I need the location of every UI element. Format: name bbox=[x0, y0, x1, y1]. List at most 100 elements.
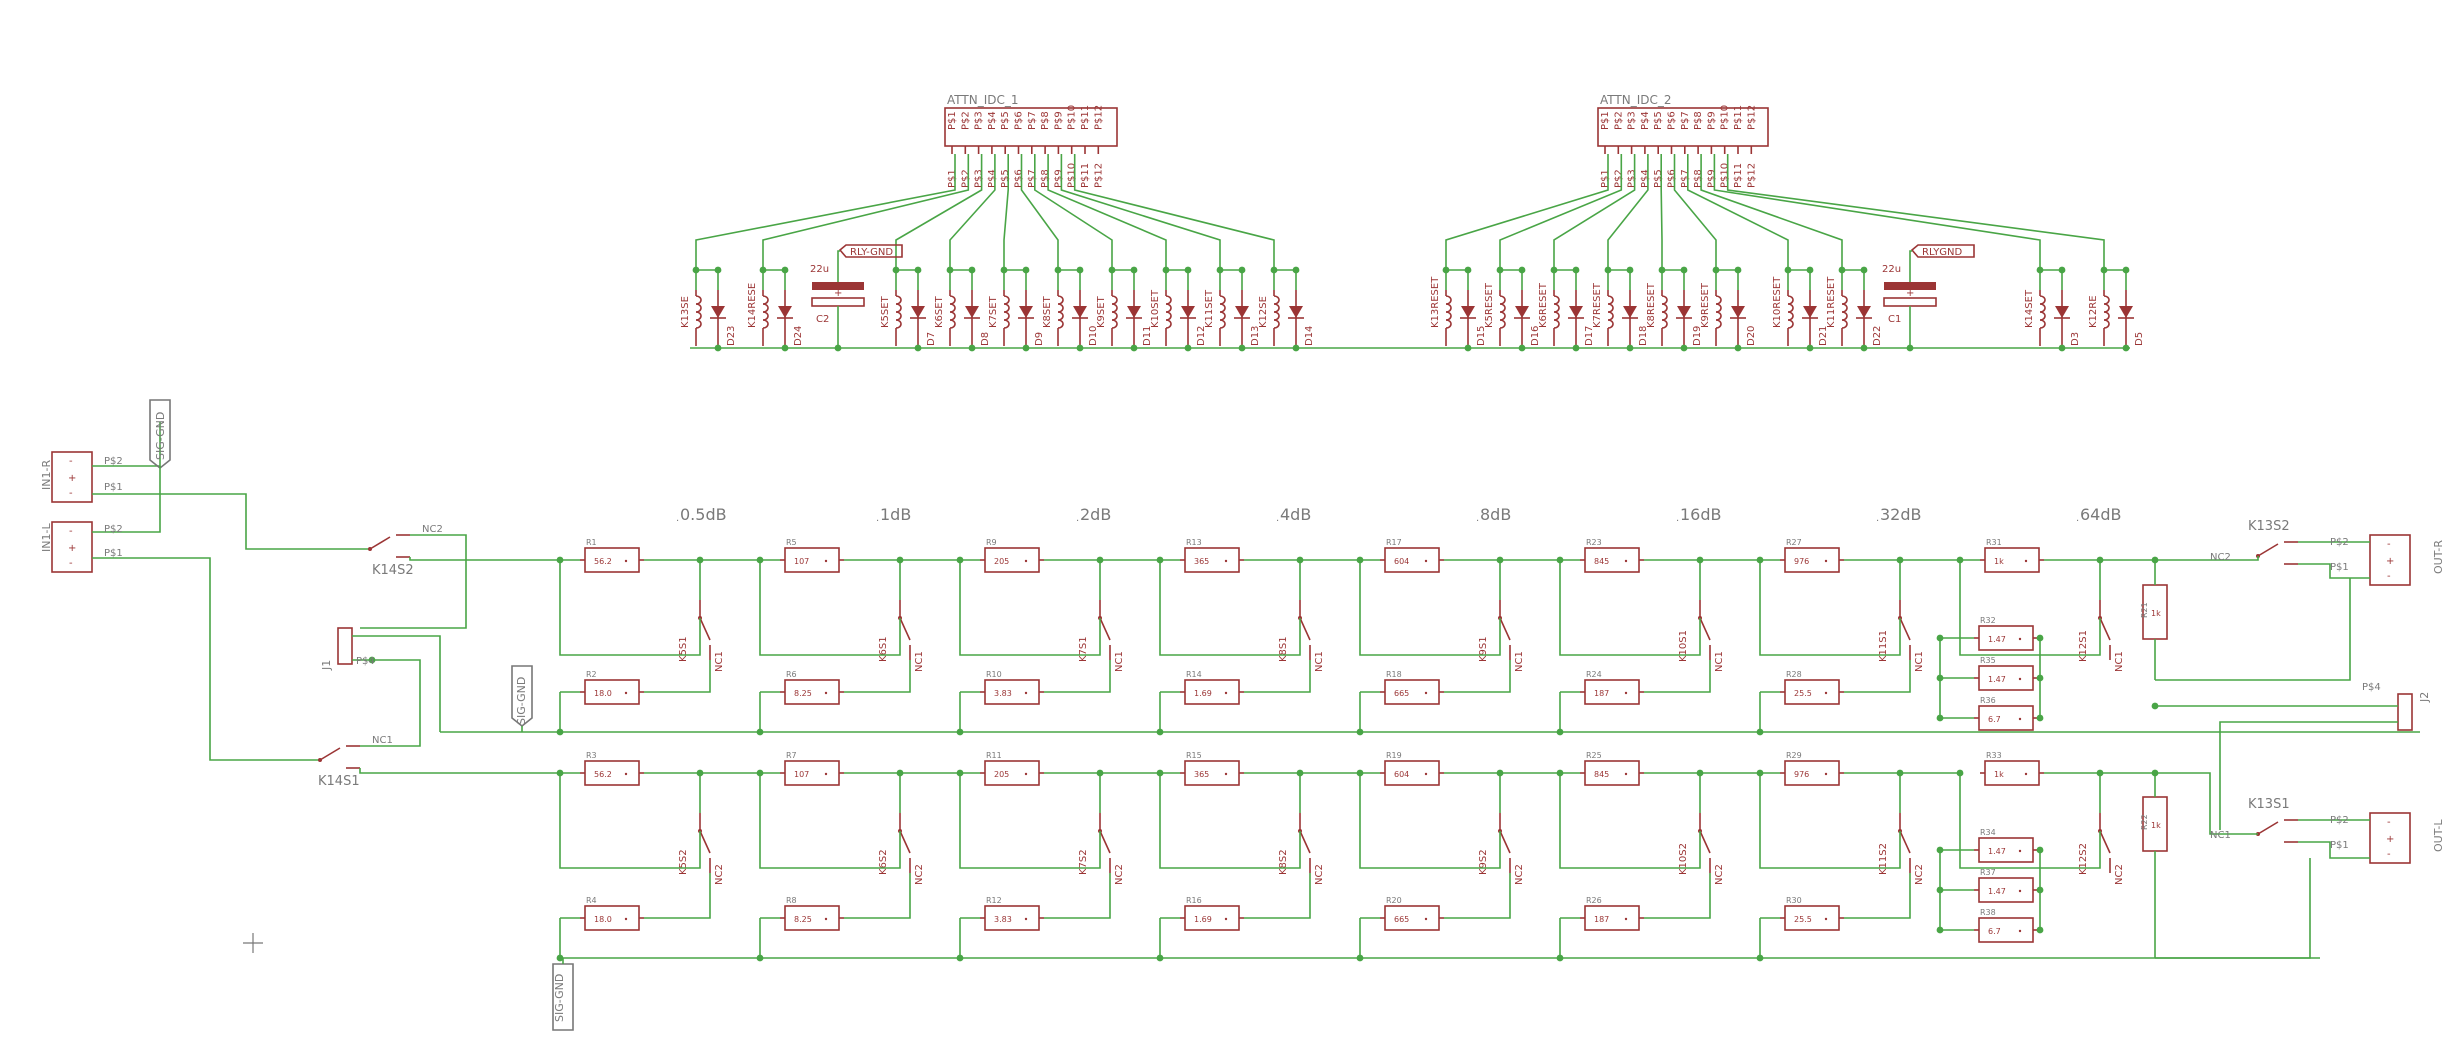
header-pin-label: P$5 bbox=[1000, 111, 1011, 130]
diode-label: D15 bbox=[1476, 326, 1487, 346]
diode-label: D22 bbox=[1872, 326, 1883, 346]
junction-dot bbox=[781, 266, 789, 274]
diode-label: D9 bbox=[1034, 332, 1045, 346]
coil-loop bbox=[762, 311, 769, 321]
shunt-resistor-bottom-value: 8.25 bbox=[794, 915, 812, 924]
capacitor-polarity: + bbox=[834, 288, 842, 299]
out-l-label: OUT-L bbox=[2432, 819, 2445, 852]
junction-dot bbox=[1238, 266, 1246, 274]
shunt-wire-bottom bbox=[1444, 873, 1511, 919]
junction-dot bbox=[914, 266, 922, 274]
switch-blade bbox=[1499, 830, 1511, 854]
shunt-resistor-top-value: 8.25 bbox=[794, 689, 812, 698]
resistor-origin-mark bbox=[1424, 917, 1428, 921]
header-pin-label: P$11 bbox=[1080, 105, 1091, 130]
shunt-wire-top bbox=[1444, 660, 1511, 693]
coil-loop bbox=[2103, 319, 2110, 329]
resistor-origin-mark bbox=[2018, 889, 2022, 893]
net-flag bbox=[1910, 244, 1975, 258]
net-flag bbox=[838, 244, 903, 258]
coil-loop bbox=[1165, 303, 1172, 313]
out-l-ps2-label: P$2 bbox=[2330, 815, 2349, 826]
series-resistor-bottom-name: R15 bbox=[1186, 751, 1202, 760]
parallel-shunt-resistor-value: 1.47 bbox=[1988, 887, 2006, 896]
resistor-origin-mark bbox=[1024, 559, 1028, 563]
k13s1-label: K13S1 bbox=[2248, 797, 2290, 812]
coil-diode-wire bbox=[895, 269, 919, 290]
header-to-coil-wire bbox=[1073, 154, 1275, 270]
coil-loop bbox=[895, 295, 902, 305]
shunt-resistor-top-value: 25.5 bbox=[1794, 689, 1812, 698]
resistor-origin-mark bbox=[2018, 849, 2022, 853]
resistor-origin-mark bbox=[2018, 717, 2022, 721]
header-to-coil-wire bbox=[1700, 154, 1843, 270]
resistor-origin-mark bbox=[824, 559, 828, 563]
ps2-label-l: P$2 bbox=[104, 524, 123, 535]
coil-diode-wire bbox=[1499, 269, 1523, 290]
in-r-signal-wire bbox=[92, 493, 370, 550]
relay-switch-top-nc-label: NC1 bbox=[714, 651, 725, 672]
relay-coil-label: K8SET bbox=[1042, 295, 1053, 328]
sig-gnd-flag-bottom bbox=[552, 963, 574, 1031]
capacitor-plate-neg bbox=[812, 282, 864, 290]
relay-switch-top-nc-label: NC1 bbox=[2114, 651, 2125, 672]
coil-loop bbox=[949, 295, 956, 305]
coil-loop bbox=[695, 311, 702, 321]
relay-switch-bottom-label: K10S2 bbox=[1678, 843, 1689, 875]
out-r-ps2-label: P$2 bbox=[2330, 537, 2349, 548]
out-l-ps1-label: P$1 bbox=[2330, 840, 2349, 851]
coil-loop bbox=[1057, 295, 1064, 305]
header-pin-label: P$10 bbox=[1720, 105, 1731, 130]
pin-polarity-minus: - bbox=[69, 488, 73, 499]
coil-loop bbox=[1057, 303, 1064, 313]
header-lower-pin-label: P$8 bbox=[1693, 169, 1704, 188]
header-to-coil-wire bbox=[1673, 154, 1717, 270]
relay-switch-top-label: K9S1 bbox=[1478, 636, 1489, 662]
coil-loop bbox=[895, 303, 902, 313]
capacitor-net-wire bbox=[1909, 250, 1912, 282]
header-pin-label: P$6 bbox=[1014, 111, 1025, 130]
relay-switch-bottom-label: K9S2 bbox=[1478, 849, 1489, 875]
bypass-wire-top bbox=[1959, 560, 2101, 656]
output-l-wire bbox=[2298, 841, 2370, 859]
relay-switch-bottom-nc-label: NC2 bbox=[1514, 864, 1525, 885]
series-resistor-top-value: 604 bbox=[1394, 557, 1409, 566]
header-lower-pin-label: P$10 bbox=[1720, 163, 1731, 188]
junction-dot bbox=[1806, 266, 1814, 274]
series-resistor-bottom-name: R33 bbox=[1986, 751, 2002, 760]
header-pin-label: P$4 bbox=[1640, 111, 1651, 130]
shunt-resistor-bottom-name: R12 bbox=[986, 896, 1002, 905]
relay-pivot bbox=[318, 758, 322, 762]
header-to-coil-wire bbox=[1687, 154, 1789, 270]
ps1-label-r: P$1 bbox=[104, 482, 123, 493]
relay-coil-label: K7SET bbox=[988, 295, 999, 328]
header-lower-pin-label: P$7 bbox=[1680, 169, 1691, 188]
junction-dot bbox=[896, 769, 904, 777]
nc2-label: NC2 bbox=[422, 524, 443, 535]
coil-loop bbox=[2039, 311, 2046, 321]
coil-loop bbox=[2103, 311, 2110, 321]
coil-diode-wire bbox=[2039, 269, 2063, 290]
junction-dot bbox=[1464, 266, 1472, 274]
header-lower-pin-label: P$4 bbox=[987, 169, 998, 188]
diode-label: D18 bbox=[1638, 326, 1649, 346]
coil-loop bbox=[1553, 295, 1560, 305]
shunt-resistor-top-value: 665 bbox=[1394, 689, 1409, 698]
shunt-resistor-bottom-value: 18.0 bbox=[594, 915, 612, 924]
junction-dot bbox=[1696, 556, 1704, 564]
shunt-resistor-top-name: R28 bbox=[1786, 670, 1802, 679]
input-output-section: -+--+--+--+- bbox=[51, 399, 2413, 1031]
coil-loop bbox=[1165, 295, 1172, 305]
diode-label: D13 bbox=[1250, 326, 1261, 346]
header-to-coil-wire bbox=[1003, 154, 1010, 270]
header-to-coil-wire bbox=[1660, 154, 1663, 270]
relay-switch-top-label: K6S1 bbox=[878, 636, 889, 662]
relay-blade bbox=[2257, 821, 2279, 835]
coil-diode-wire bbox=[762, 269, 786, 290]
coil-loop bbox=[1841, 319, 1848, 329]
switch-blade bbox=[1699, 617, 1711, 641]
coil-loop bbox=[1499, 319, 1506, 329]
header-to-coil-wire bbox=[1445, 154, 1609, 270]
header-lower-pin-label: P$8 bbox=[1040, 169, 1051, 188]
